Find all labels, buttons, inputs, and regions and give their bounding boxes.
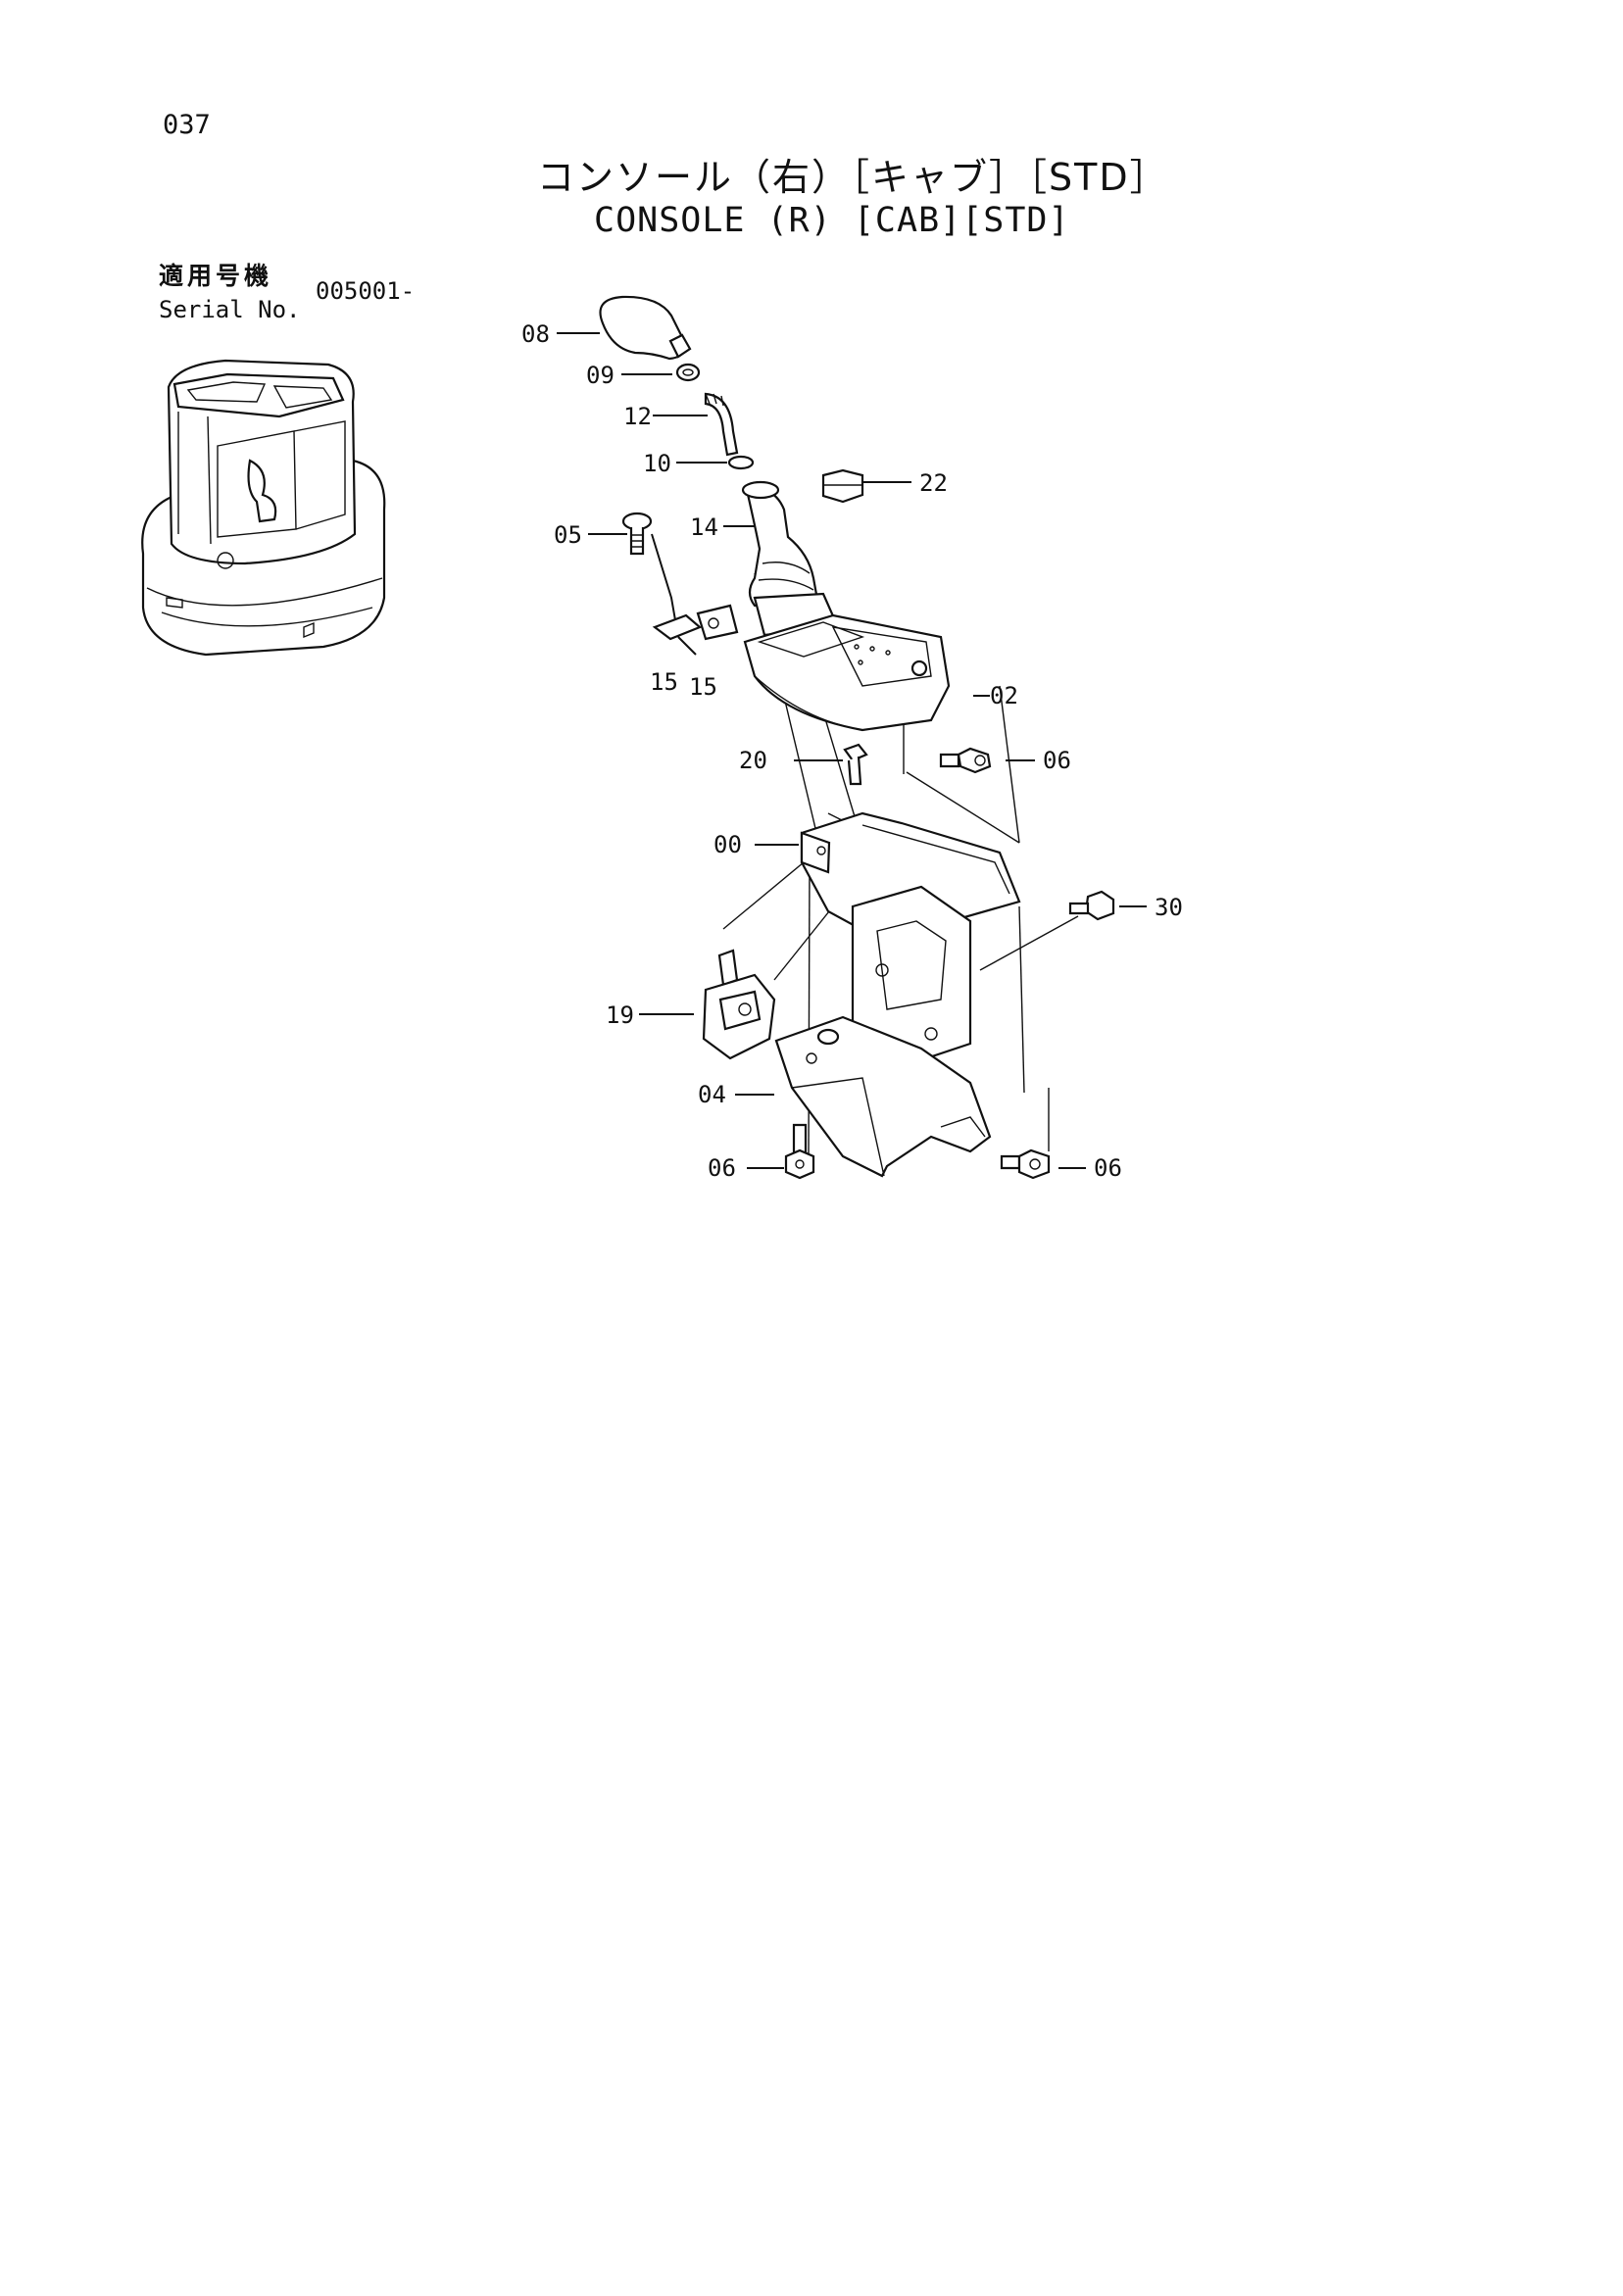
part-04-lower-cover bbox=[774, 1015, 992, 1178]
callout-30: 30 bbox=[1155, 894, 1183, 921]
part-06-screw-bottom-left bbox=[784, 1123, 815, 1180]
callout-20: 20 bbox=[739, 747, 767, 774]
page-number: 037 bbox=[163, 110, 211, 140]
callout-04: 04 bbox=[698, 1081, 726, 1108]
callout-22: 22 bbox=[919, 469, 948, 497]
callout-19: 19 bbox=[606, 1001, 634, 1029]
part-02-upper-console bbox=[743, 613, 951, 732]
part-14-boot bbox=[741, 480, 840, 637]
serial-label-japanese: 適用号機 bbox=[159, 262, 273, 290]
part-30-bolt bbox=[1068, 890, 1115, 921]
callout-15-right: 15 bbox=[689, 673, 717, 701]
part-22-switch-cover bbox=[821, 468, 864, 504]
callout-08: 08 bbox=[521, 320, 550, 348]
callout-10: 10 bbox=[643, 450, 671, 477]
page-title-english: CONSOLE (R) [CAB][STD] bbox=[594, 201, 1070, 240]
callout-06-bottom-right: 06 bbox=[1094, 1154, 1122, 1182]
callout-05: 05 bbox=[554, 521, 582, 549]
callout-06-top: 06 bbox=[1043, 747, 1071, 774]
part-15-brackets bbox=[652, 604, 739, 641]
page-title-japanese: コンソール（右）［キャブ］［STD］ bbox=[537, 156, 1169, 199]
callout-06-bottom-left: 06 bbox=[708, 1154, 736, 1182]
callout-15-left: 15 bbox=[650, 668, 678, 696]
part-09-nut bbox=[675, 363, 701, 382]
part-05-bolt bbox=[621, 512, 653, 556]
part-20-bolt bbox=[843, 743, 868, 786]
part-10-ring bbox=[727, 455, 755, 470]
part-12-lever-rod bbox=[704, 392, 739, 457]
part-19-switch bbox=[702, 949, 776, 1060]
part-08-knob bbox=[599, 295, 692, 361]
cab-location-illustration bbox=[141, 359, 386, 657]
callout-02: 02 bbox=[990, 682, 1018, 709]
serial-label-english: Serial No. bbox=[159, 296, 301, 323]
callout-labels: 08 09 12 10 22 05 14 15 15 02 20 06 00 3… bbox=[521, 320, 1183, 1182]
callout-00: 00 bbox=[713, 831, 742, 858]
part-06-screw-top bbox=[939, 747, 992, 774]
serial-number-value: 005001- bbox=[316, 277, 416, 305]
callout-09: 09 bbox=[586, 362, 615, 389]
callout-14: 14 bbox=[690, 513, 718, 541]
part-06-screw-bottom-right bbox=[1000, 1148, 1051, 1180]
callout-12: 12 bbox=[623, 403, 652, 430]
